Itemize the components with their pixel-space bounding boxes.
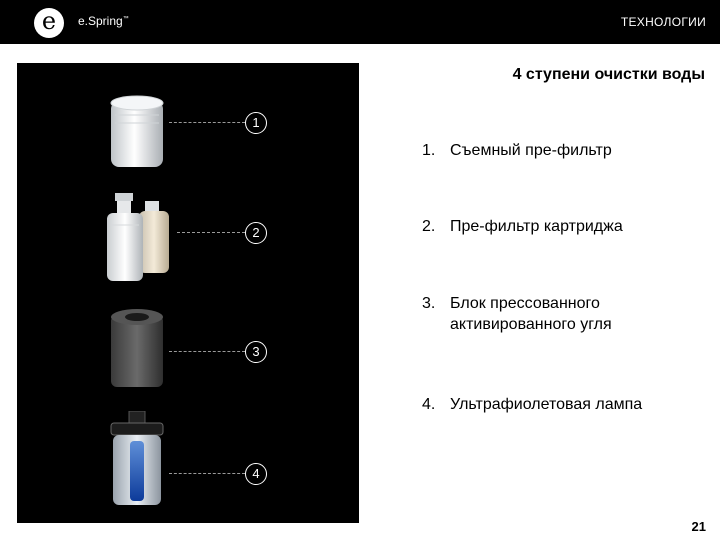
espring-logo-icon: e bbox=[34, 8, 64, 38]
slide-title: 4 ступени очистки воды bbox=[512, 66, 705, 83]
connector-line-2 bbox=[177, 232, 245, 233]
stage-badge-2: 2 bbox=[245, 222, 267, 244]
uv-lamp-image bbox=[110, 411, 164, 505]
brand-name: e.Spring™ bbox=[78, 14, 129, 28]
connector-line-3 bbox=[169, 351, 245, 352]
cartridge-prefilter-image bbox=[107, 193, 169, 281]
connector-line-1 bbox=[169, 122, 245, 123]
section-title: ТЕХНОЛОГИИ bbox=[620, 15, 706, 29]
filter-stages-image: 1 2 3 4 bbox=[17, 63, 359, 523]
header-bar: e e.Spring™ ТЕХНОЛОГИИ bbox=[0, 0, 720, 44]
page-number: 21 bbox=[691, 519, 706, 534]
stage-badge-4: 4 bbox=[245, 463, 267, 485]
connector-line-4 bbox=[169, 473, 245, 474]
pre-filter-image bbox=[110, 95, 164, 167]
stage-badge-1: 1 bbox=[245, 112, 267, 134]
carbon-block-image bbox=[111, 309, 163, 387]
stage-badge-3: 3 bbox=[245, 341, 267, 363]
